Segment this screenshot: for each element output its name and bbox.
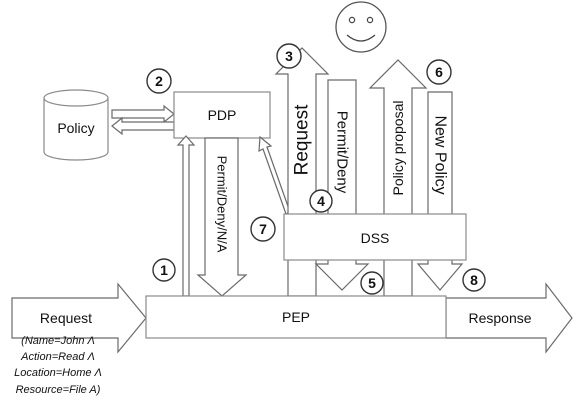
step-4-badge: 4 <box>309 189 333 213</box>
response-output-label: Response <box>468 310 531 326</box>
dss-permit-deny-label: Permit/Deny <box>334 111 351 194</box>
dss-to-pdp-arrow <box>258 135 291 215</box>
dss-box: DSS <box>283 213 467 261</box>
step-3-number: 3 <box>285 48 293 64</box>
condition-line: Location=Home Λ <box>14 367 102 379</box>
step-1-badge: 1 <box>152 258 176 282</box>
step-5-badge: 5 <box>360 271 384 295</box>
condition-line: Action=Read Λ <box>20 351 95 363</box>
step-6-number: 6 <box>435 64 443 80</box>
pep-to-pdp-arrow <box>176 135 196 297</box>
condition-line: Resource=File A) <box>16 384 101 396</box>
step-2-badge: 2 <box>146 68 172 94</box>
policy-pdp-exchange-arrows <box>111 104 175 136</box>
dss-label: DSS <box>361 230 390 246</box>
request-input-arrow: Request <box>11 282 147 354</box>
step-8-number: 8 <box>470 272 478 288</box>
step-1-number: 1 <box>160 262 168 278</box>
step-8-badge: 8 <box>462 268 486 292</box>
step-7-number: 7 <box>259 221 267 237</box>
condition-line: (Name=John Λ <box>21 335 95 347</box>
step-5-number: 5 <box>368 275 376 291</box>
user-smiley-icon <box>335 1 387 53</box>
request-input-label: Request <box>40 310 92 326</box>
policy-proposal-arrow: Policy proposal <box>368 59 428 297</box>
new-policy-label: New Policy <box>432 115 449 194</box>
policy-database: Policy <box>43 89 109 161</box>
pdp-box: PDP <box>173 91 271 139</box>
pdp-decision-label: Permit/Deny/N/A <box>215 156 230 253</box>
step-7-badge: 7 <box>250 216 276 242</box>
policy-label: Policy <box>57 120 94 136</box>
pdp-label: PDP <box>208 107 237 123</box>
pep-label: PEP <box>282 309 310 325</box>
pdp-decision-arrow: Permit/Deny/N/A <box>196 137 248 297</box>
step-3-badge: 3 <box>276 43 302 69</box>
policy-proposal-label: Policy proposal <box>390 101 406 196</box>
step-6-badge: 6 <box>426 59 452 85</box>
dss-request-label: Request <box>292 104 313 175</box>
request-conditions: (Name=John Λ Action=Read Λ Location=Home… <box>14 335 102 396</box>
step-4-number: 4 <box>317 193 325 209</box>
step-2-number: 2 <box>155 73 163 89</box>
response-output-arrow: Response <box>445 282 573 354</box>
pep-box: PEP <box>145 295 447 339</box>
